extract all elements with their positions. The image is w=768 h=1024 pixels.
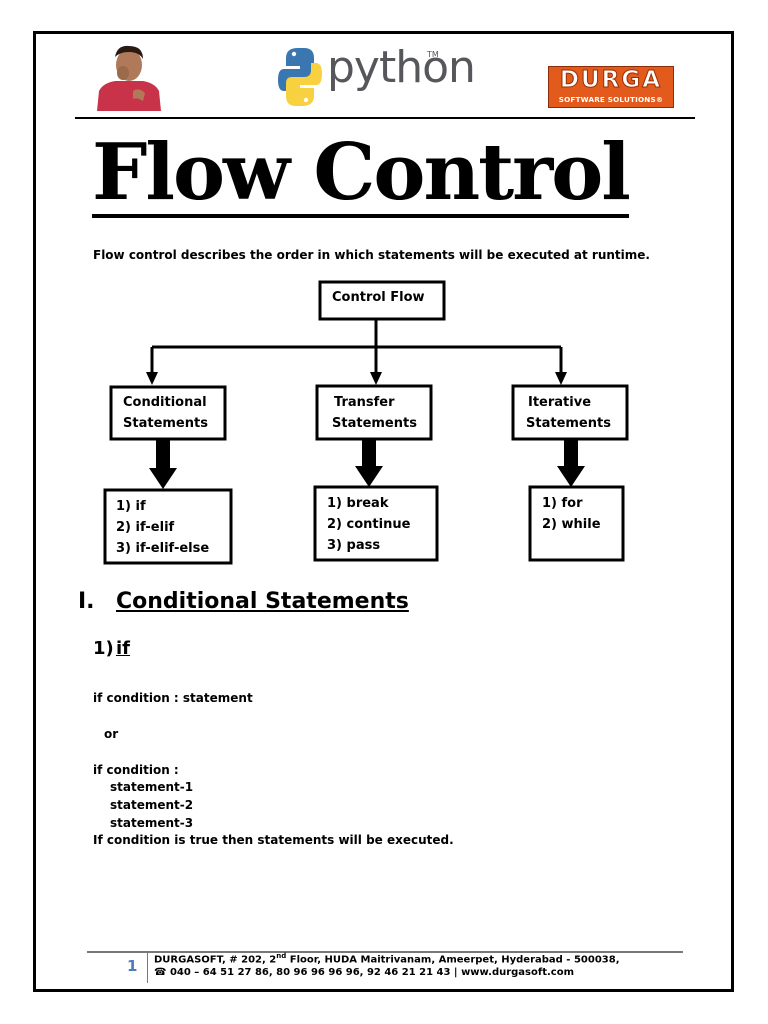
arrowhead-middle [370, 372, 382, 385]
footer-address-superscript: nd [276, 952, 287, 960]
footer-contact: ☎ 040 – 64 51 27 86, 80 96 96 96 96, 92 … [154, 967, 575, 978]
items-list-conditional: 1) if 2) if-elif 3) if-elif-else [116, 496, 209, 559]
syntax-line: if condition : [93, 763, 179, 777]
items-box-iterative [528, 485, 625, 562]
category-label-line: Transfer [334, 395, 395, 410]
root-box-label: Control Flow [332, 290, 425, 305]
python-logo-icon [278, 48, 322, 106]
category-label-line: Conditional [123, 395, 207, 410]
intro-paragraph: Flow control describes the order in whic… [93, 248, 650, 262]
list-item: 3) pass [327, 538, 381, 553]
page-border [33, 31, 734, 992]
header-divider [75, 117, 695, 119]
category-box-transfer [315, 384, 433, 441]
list-item: 2) if-elif [116, 520, 175, 535]
block-arrow-middle [355, 440, 383, 487]
subsection-title: if [116, 638, 131, 659]
category-label-line: Statements [526, 416, 611, 431]
list-item: 1) break [327, 496, 389, 511]
page-number: 1 [127, 957, 138, 975]
category-box-iterative [511, 384, 629, 441]
list-item: 2) while [542, 517, 601, 532]
footer-divider [87, 951, 683, 953]
footer-address: DURGASOFT, # 202, 2nd Floor, HUDA Maitri… [154, 953, 620, 965]
footer-vertical-divider [147, 953, 148, 983]
list-item: 1) if [116, 499, 146, 514]
list-item: 3) if-elif-else [116, 541, 210, 556]
block-arrow-left [149, 440, 177, 489]
category-label-iterative: Iterative Statements [526, 392, 611, 434]
items-box-transfer [313, 485, 439, 562]
durga-logo-text: DURGA [559, 67, 663, 93]
arrowhead-right [555, 372, 567, 385]
arrowhead-left [146, 372, 158, 385]
category-label-conditional: Conditional Statements [123, 392, 208, 434]
category-label-line: Statements [332, 416, 417, 431]
trademark-mark: TM [427, 50, 439, 59]
footer-address-part: DURGASOFT, # 202, 2 [154, 954, 277, 966]
category-label-line: Statements [123, 416, 208, 431]
footer-address-part: Floor, HUDA Maitrivanam, Ameerpet, Hyder… [286, 954, 620, 966]
section-title: Conditional Statements [116, 589, 409, 614]
author-photo [93, 43, 165, 111]
section-number: I. [78, 589, 95, 614]
block-arrow-right [557, 440, 585, 487]
items-list-transfer: 1) break 2) continue 3) pass [327, 493, 410, 556]
syntax-line: statement-3 [110, 816, 194, 830]
list-item: 1) for [542, 496, 583, 511]
durga-logo-subtitle: SOFTWARE SOLUTIONS® [558, 94, 664, 104]
python-wordmark: python [327, 42, 476, 93]
category-label-line: Iterative [528, 395, 592, 410]
category-label-transfer: Transfer Statements [332, 392, 417, 434]
syntax-line: statement-1 [110, 780, 194, 794]
items-list-iterative: 1) for 2) while [542, 493, 601, 535]
syntax-line: or [104, 727, 119, 741]
items-box-conditional [103, 488, 233, 565]
page-title: Flow Control [92, 127, 631, 218]
root-box [318, 280, 446, 321]
explanation-line: If condition is true then statements wil… [93, 833, 454, 847]
list-item: 2) continue [327, 517, 411, 532]
syntax-line: if condition : statement [93, 691, 253, 705]
subsection-number: 1) [93, 638, 114, 659]
category-box-conditional [109, 385, 227, 441]
syntax-line: statement-2 [110, 798, 194, 812]
durga-logo: DURGA SOFTWARE SOLUTIONS® [548, 66, 674, 108]
